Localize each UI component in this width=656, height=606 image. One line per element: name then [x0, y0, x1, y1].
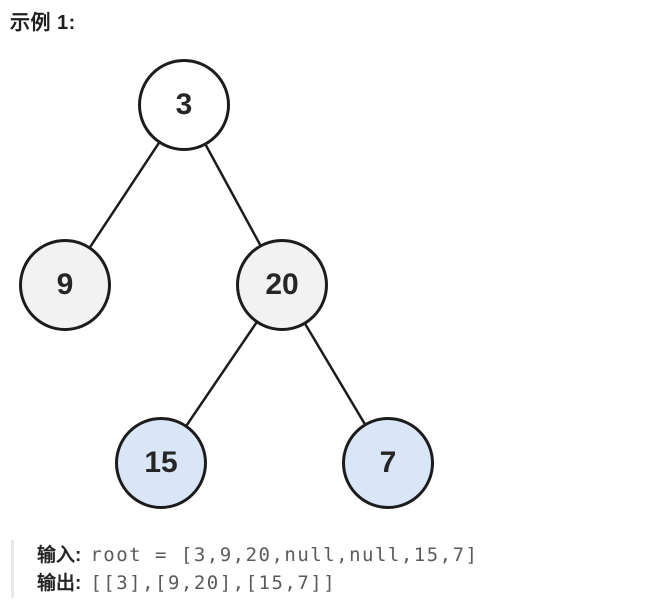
tree-node-20-value: 20: [265, 268, 299, 301]
example-input-line: 输入: root = [3,9,20,null,null,15,7]: [37, 541, 479, 569]
tree-node-9: 9: [19, 239, 111, 331]
tree-node-9-value: 9: [56, 268, 74, 301]
tree-node-15-value: 15: [144, 446, 178, 479]
tree-node-7: 7: [342, 417, 434, 509]
tree-node-20: 20: [236, 239, 328, 331]
binary-tree-diagram: 3 9 20 15 7: [19, 59, 434, 509]
tree-node-3-value: 3: [175, 88, 193, 121]
output-label: 输出:: [37, 573, 82, 594]
example-output-line: 输出: [[3],[9,20],[15,7]]: [37, 569, 479, 597]
example-title: 示例 1:: [10, 12, 76, 34]
example-io-block: 输入: root = [3,9,20,null,null,15,7] 输出: [[3…: [11, 540, 479, 598]
tree-node-15: 15: [115, 417, 207, 509]
tree-node-7-value: 7: [379, 446, 397, 479]
tree-node-3: 3: [138, 59, 230, 151]
input-label: 输入:: [37, 545, 82, 566]
input-value: root = [3,9,20,null,null,15,7]: [90, 544, 479, 566]
output-value: [[3],[9,20],[15,7]]: [90, 572, 337, 594]
